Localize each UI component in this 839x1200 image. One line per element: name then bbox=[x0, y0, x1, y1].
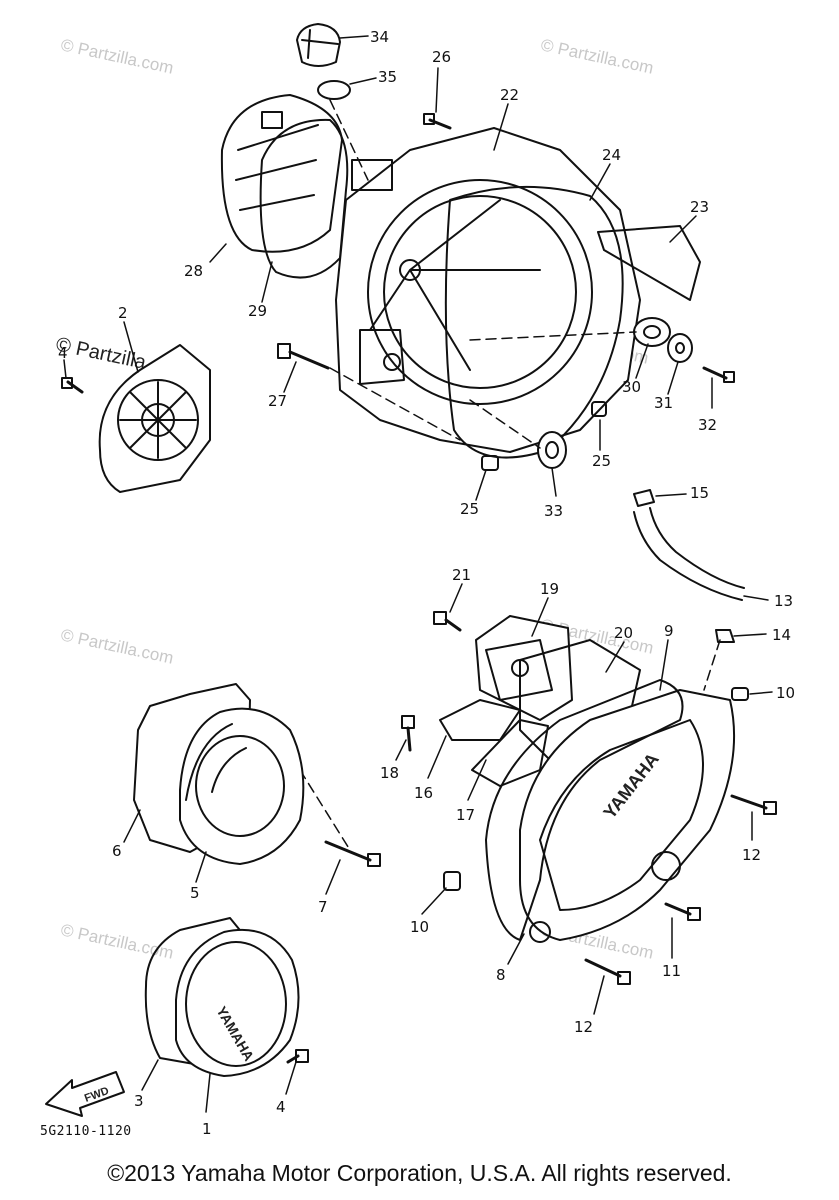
callout-32: 32 bbox=[698, 416, 717, 434]
callout-5: 5 bbox=[190, 884, 200, 902]
exploded-parts-diagram: © Partzilla.com © Partzilla.com © Partzi… bbox=[45, 23, 795, 1138]
callout-26: 26 bbox=[432, 48, 451, 66]
callout-35: 35 bbox=[378, 68, 397, 86]
callout-24: 24 bbox=[602, 146, 621, 164]
callout-numbers: 34 35 26 22 24 23 28 29 2 4 27 30 31 32 … bbox=[58, 28, 795, 1138]
callout-16: 16 bbox=[414, 784, 433, 802]
callout-3: 3 bbox=[134, 1092, 144, 1110]
filler-cap bbox=[296, 23, 341, 67]
bolt bbox=[584, 958, 631, 985]
hose-clamp bbox=[633, 489, 655, 507]
callout-21: 21 bbox=[452, 566, 471, 584]
o-ring bbox=[317, 80, 351, 100]
callout-6: 6 bbox=[112, 842, 122, 860]
bracket bbox=[439, 699, 521, 741]
callout-18: 18 bbox=[380, 764, 399, 782]
callout-20: 20 bbox=[614, 624, 633, 642]
screw bbox=[61, 377, 84, 394]
starter-clutch-cover: YAMAHA bbox=[175, 928, 300, 1077]
drive-sprocket-cover bbox=[98, 344, 211, 493]
watermark: © Partzilla.com bbox=[59, 920, 175, 962]
diagram-code: 5G2110-1120 bbox=[40, 1124, 132, 1139]
callout-25: 25 bbox=[460, 500, 479, 518]
callout-13: 13 bbox=[774, 592, 793, 610]
callout-25: 25 bbox=[592, 452, 611, 470]
callout-29: 29 bbox=[248, 302, 267, 320]
bolt bbox=[401, 715, 415, 752]
generator-cover bbox=[179, 707, 305, 865]
copyright-notice: ©2013 Yamaha Motor Corporation, U.S.A. A… bbox=[107, 1160, 732, 1186]
bolt bbox=[423, 113, 452, 130]
screw bbox=[286, 1049, 309, 1064]
dowel-pin bbox=[443, 871, 461, 891]
pump-cover bbox=[220, 94, 343, 253]
crankcase-cover-right bbox=[335, 127, 641, 453]
callout-8: 8 bbox=[496, 966, 506, 984]
leader-lines bbox=[63, 35, 773, 1113]
callout-33: 33 bbox=[544, 502, 563, 520]
bracket bbox=[471, 719, 549, 787]
callout-2: 2 bbox=[118, 304, 128, 322]
dowel-pin bbox=[591, 401, 607, 417]
seal bbox=[537, 431, 567, 469]
crankcase-cover-gasket bbox=[485, 679, 684, 941]
bolt bbox=[730, 794, 777, 815]
bolt bbox=[277, 343, 330, 370]
clip bbox=[715, 629, 735, 643]
callout-4: 4 bbox=[276, 1098, 286, 1116]
callout-17: 17 bbox=[456, 806, 475, 824]
callout-34: 34 bbox=[370, 28, 389, 46]
callout-11: 11 bbox=[662, 962, 681, 980]
callout-10: 10 bbox=[410, 918, 429, 936]
watermark: © Partzilla.com bbox=[59, 35, 175, 77]
callout-30: 30 bbox=[622, 378, 641, 396]
dowel-pin bbox=[481, 455, 499, 471]
callout-15: 15 bbox=[690, 484, 709, 502]
callout-28: 28 bbox=[184, 262, 203, 280]
callout-23: 23 bbox=[690, 198, 709, 216]
callout-22: 22 bbox=[500, 86, 519, 104]
callout-12: 12 bbox=[742, 846, 761, 864]
callout-4: 4 bbox=[58, 344, 68, 362]
bolt bbox=[433, 611, 462, 632]
watermark: © Partzilla.com bbox=[59, 625, 175, 667]
callout-27: 27 bbox=[268, 392, 287, 410]
crankcase-cover-left: YAMAHA bbox=[519, 689, 735, 943]
bolt bbox=[664, 902, 701, 921]
plate bbox=[597, 225, 701, 301]
callout-1: 1 bbox=[202, 1120, 212, 1138]
washer bbox=[667, 333, 693, 363]
oil-seal bbox=[633, 317, 671, 347]
callout-31: 31 bbox=[654, 394, 673, 412]
callout-9: 9 bbox=[664, 622, 674, 640]
assembly-lines bbox=[299, 99, 721, 851]
callout-19: 19 bbox=[540, 580, 559, 598]
callout-7: 7 bbox=[318, 898, 328, 916]
forward-direction-arrow: FWD bbox=[45, 1071, 125, 1117]
dowel-pin bbox=[731, 687, 749, 701]
crankcase-cover-gasket bbox=[444, 185, 624, 459]
bolt bbox=[702, 366, 735, 383]
callout-14: 14 bbox=[772, 626, 791, 644]
watermark: © Partzilla.com bbox=[539, 35, 655, 77]
oil-pump-housing bbox=[475, 615, 573, 721]
callout-10: 10 bbox=[776, 684, 795, 702]
callout-12: 12 bbox=[574, 1018, 593, 1036]
bolt bbox=[324, 840, 381, 867]
breather-hose bbox=[633, 507, 745, 601]
